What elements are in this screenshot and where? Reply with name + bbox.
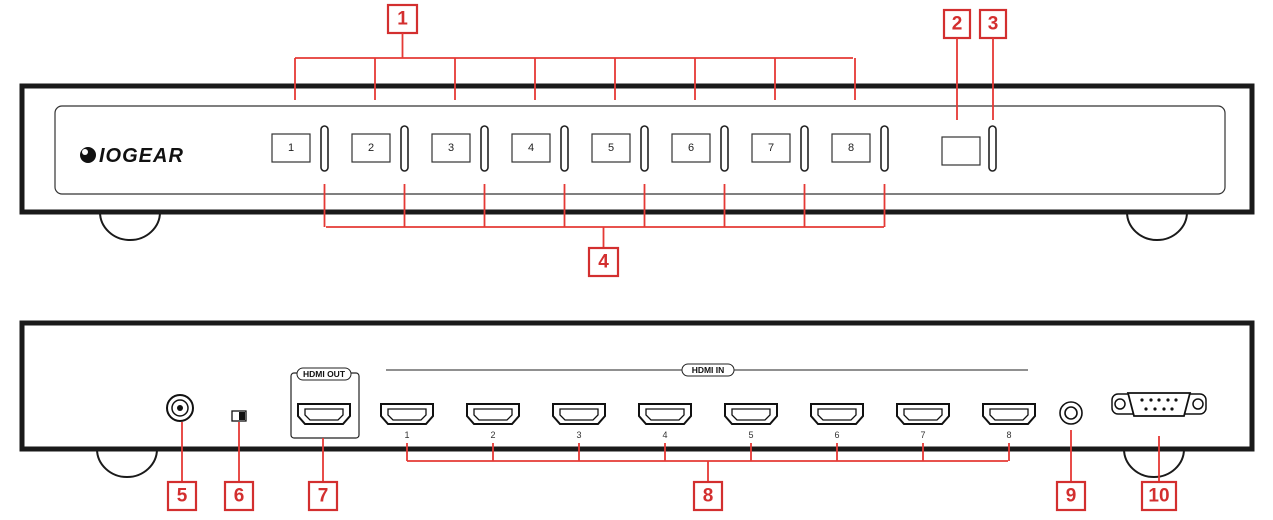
logo-globe-icon — [80, 147, 96, 163]
port-select-buttons: 1 2 3 4 5 6 7 8 — [271, 125, 889, 172]
port-led-6-icon — [720, 125, 729, 172]
rs232-port[interactable] — [1111, 392, 1207, 417]
port-led-8-icon — [880, 125, 889, 172]
rear-left-foot — [95, 448, 159, 478]
port-led-3-icon — [480, 125, 489, 172]
callout-9: 9 — [1066, 486, 1077, 507]
hdmi-in-label-bg — [681, 363, 735, 377]
hdmi-in-port-label: 7 — [920, 430, 925, 440]
hdmi-in-ports: 1 2 3 4 5 6 7 8 — [380, 403, 1036, 440]
port-button-label: 5 — [608, 142, 614, 154]
port-led-7-icon — [800, 125, 809, 172]
hdmi-out-port-group: HDMI OUT — [290, 367, 360, 439]
extra-led-icon — [988, 125, 997, 172]
port-button-2[interactable] — [351, 133, 391, 163]
callout-6-box — [223, 480, 255, 512]
rs232-screw-right-icon — [1192, 398, 1204, 410]
callout-5: 5 — [177, 486, 188, 507]
callout-1-box — [386, 3, 419, 35]
callout-2: 2 — [952, 14, 963, 35]
port-button-label: 1 — [288, 142, 294, 154]
port-led-2-icon — [400, 125, 409, 172]
port-led-5-icon — [640, 125, 649, 172]
callout-7-box — [307, 480, 339, 512]
port-button-4[interactable] — [511, 133, 551, 163]
hdmi-in-port-label: 5 — [748, 430, 753, 440]
port-button-label: 4 — [528, 142, 534, 154]
hdmi-in-port-label: 1 — [404, 430, 409, 440]
callout-8: 8 — [703, 486, 714, 507]
rear-panel-body — [19, 320, 1255, 452]
rs232-screw-left-icon — [1114, 398, 1126, 410]
iogear-logo: IOGEAR — [80, 145, 184, 167]
audio-jack[interactable] — [1059, 401, 1083, 425]
callout-5-box — [166, 480, 198, 512]
hdmi-in-port-label: 3 — [576, 430, 581, 440]
callout-7: 7 — [318, 486, 329, 507]
port-led-1-icon — [320, 125, 329, 172]
rear-view: HDMI OUT HDMI IN 1 2 3 4 5 6 7 8 — [19, 320, 1255, 478]
hdmi-in-port-label: 6 — [834, 430, 839, 440]
port-button-3[interactable] — [431, 133, 471, 163]
db9-connector-icon — [1126, 392, 1192, 417]
logo-text: IOGEAR — [99, 145, 184, 167]
hdmi-in-port-label: 2 — [490, 430, 495, 440]
rear-right-foot — [1122, 448, 1186, 478]
mode-switch[interactable] — [231, 410, 247, 422]
power-jack[interactable] — [166, 394, 194, 422]
front-left-foot — [98, 211, 162, 241]
callout-9-box — [1055, 480, 1087, 512]
port-button-label: 3 — [448, 142, 454, 154]
port-button-label: 6 — [688, 142, 694, 154]
extra-button[interactable] — [941, 136, 981, 166]
port-led-4-icon — [560, 125, 569, 172]
port-button-7[interactable] — [751, 133, 791, 163]
callout-3: 3 — [988, 14, 999, 35]
callout-4: 4 — [598, 252, 609, 273]
port-button-label: 7 — [768, 142, 774, 154]
port-button-1[interactable] — [271, 133, 311, 163]
hdmi-out-label-bg — [296, 367, 352, 381]
hdmi-in-label: HDMI IN — [692, 365, 725, 375]
port-button-6[interactable] — [671, 133, 711, 163]
front-view: IOGEAR 1 2 3 4 5 6 7 8 — [19, 83, 1255, 241]
hdmi-in-port-label: 4 — [662, 430, 667, 440]
port-button-5[interactable] — [591, 133, 631, 163]
port-button-label: 8 — [848, 142, 854, 154]
hdmi-in-port-label: 8 — [1006, 430, 1011, 440]
callout-4-box — [587, 246, 620, 278]
front-inner-panel — [54, 105, 1226, 195]
port-button-label: 2 — [368, 142, 374, 154]
callout-2-box — [942, 8, 972, 40]
front-right-foot — [1125, 211, 1189, 241]
port-button-8[interactable] — [831, 133, 871, 163]
callout-1: 1 — [397, 9, 408, 30]
callout-6: 6 — [234, 486, 245, 507]
callout-10: 10 — [1148, 486, 1169, 507]
callout-8-box — [692, 480, 724, 512]
callout-10-box — [1140, 480, 1178, 512]
hdmi-out-label: HDMI OUT — [303, 369, 346, 379]
